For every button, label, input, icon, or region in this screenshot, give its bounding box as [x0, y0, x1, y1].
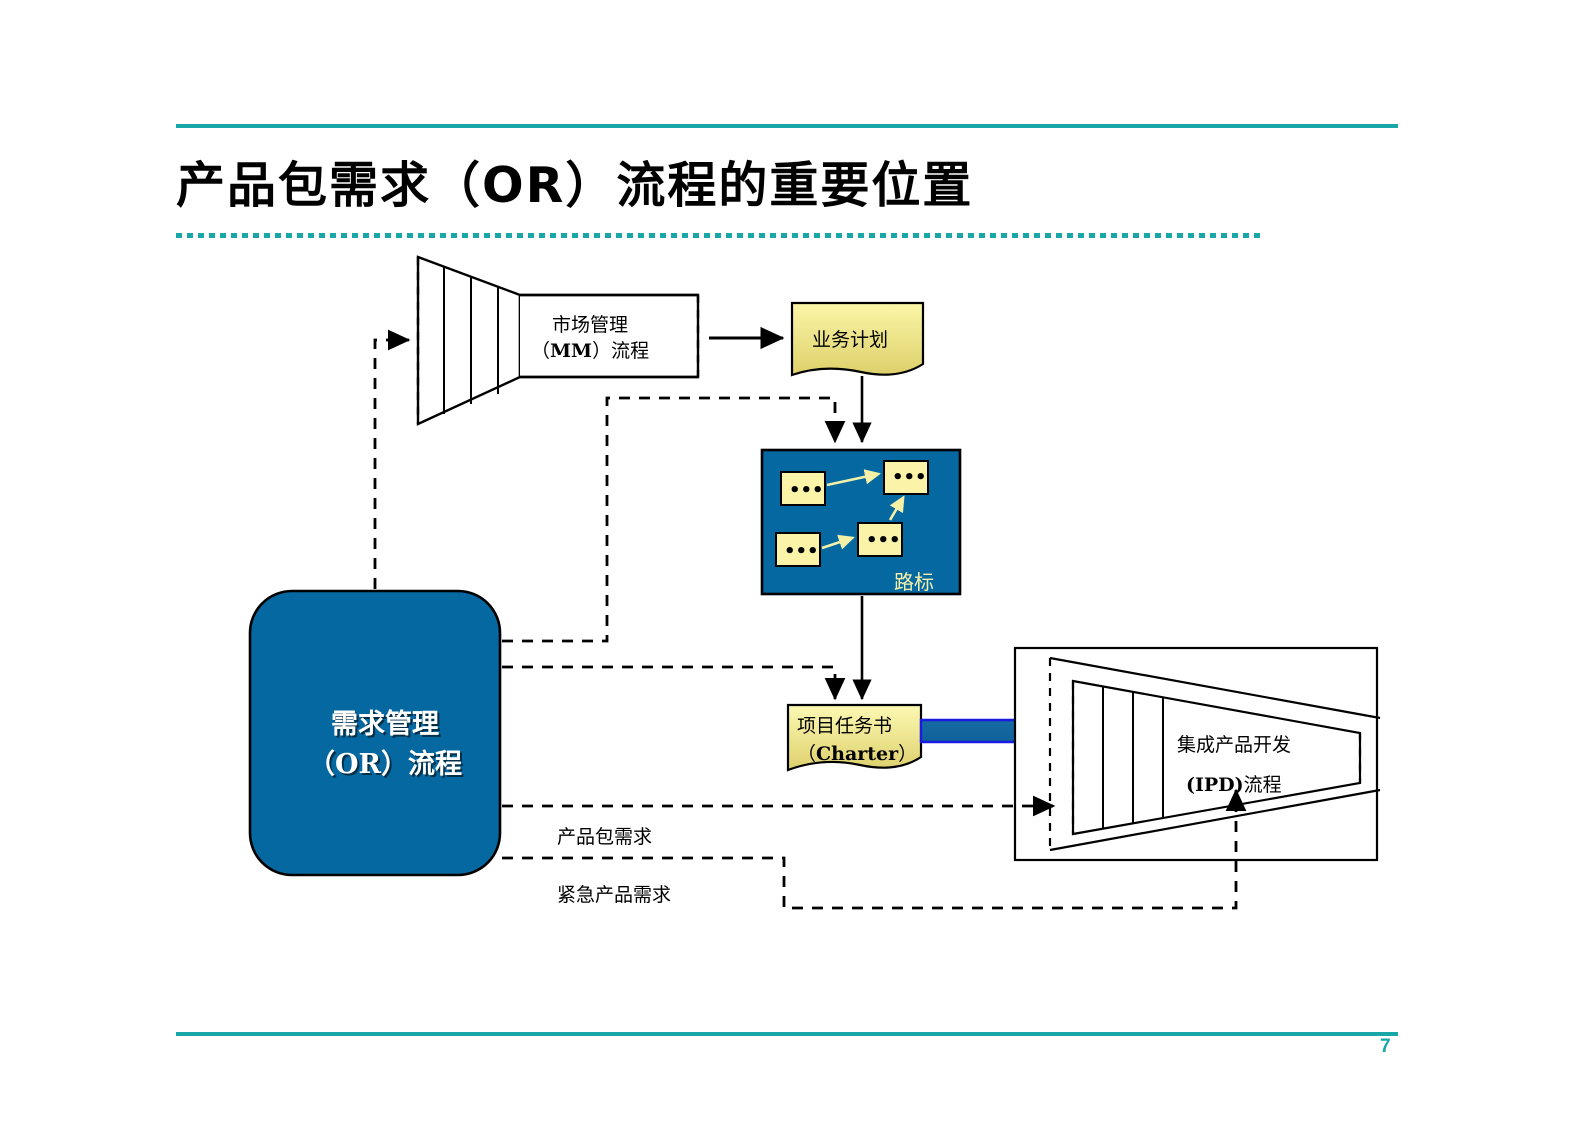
- roadmap-arrow: [821, 538, 852, 548]
- roadmap-note: •••: [775, 532, 821, 567]
- roadmap-panel[interactable]: ••• ••• ••• •••: [760, 448, 962, 596]
- page-number: 7: [1380, 1036, 1391, 1057]
- offering-requirement-process[interactable]: [248, 589, 502, 877]
- project-charter-document[interactable]: [786, 703, 923, 772]
- roadmap-note: •••: [857, 522, 903, 557]
- market-management-process[interactable]: [416, 255, 700, 426]
- edge-or-to-mm: [373, 329, 411, 589]
- roadmap-note: •••: [780, 471, 826, 506]
- edge-or-to-charter: [502, 665, 846, 701]
- footer-rule: [176, 1032, 1398, 1036]
- header-rule-top: [176, 124, 1398, 128]
- page-title: 产品包需求（OR）流程的重要位置: [176, 157, 974, 214]
- svg-text:•••: •••: [789, 480, 824, 501]
- business-plan-document[interactable]: [790, 301, 925, 377]
- roadmap-note: •••: [883, 460, 929, 495]
- header-rule-dotted: [176, 233, 1261, 238]
- integrated-product-development-process[interactable]: [1013, 646, 1381, 862]
- roadmap-arrow: [826, 474, 878, 487]
- edge-or-to-roadmap: [502, 396, 846, 643]
- svg-text:•••: •••: [784, 541, 819, 562]
- roadmap-arrow: [888, 498, 903, 521]
- edge-or-emergency-requirement-to-ipd: [502, 788, 1247, 910]
- svg-text:•••: •••: [892, 467, 927, 488]
- svg-text:•••: •••: [866, 530, 901, 551]
